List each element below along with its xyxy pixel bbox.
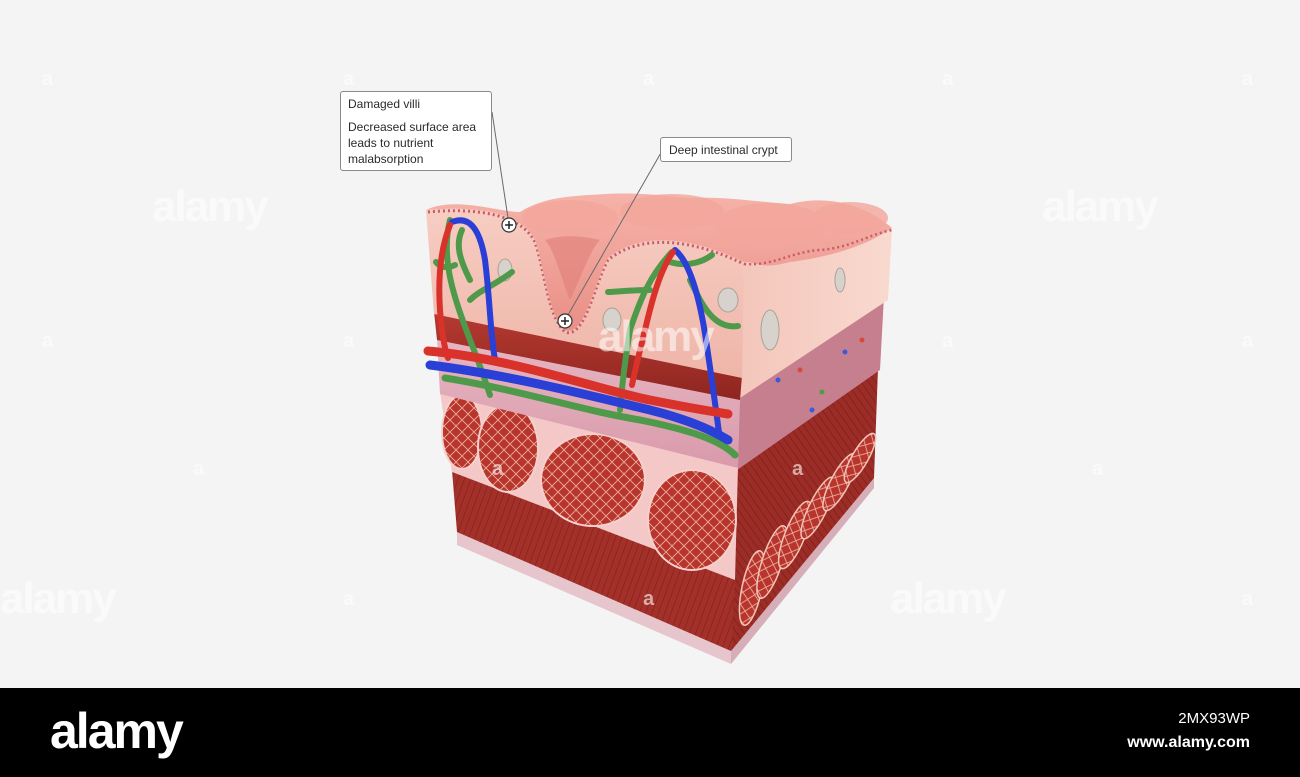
- goblet-cells: [497, 258, 846, 351]
- plus-marker-icon[interactable]: [501, 217, 517, 233]
- callout-damaged-villi: Damaged villi Decreased surface area lea…: [340, 91, 492, 171]
- watermark-a: a: [42, 68, 54, 90]
- front-muscle-bundles: [441, 394, 737, 571]
- plus-marker-icon[interactable]: [557, 313, 573, 329]
- watermark-a: a: [1092, 458, 1104, 480]
- watermark-a: a: [942, 330, 954, 352]
- leader-villi: [491, 111, 509, 219]
- right-face-submucosa: [737, 296, 884, 470]
- artery-right: [629, 249, 676, 388]
- crypt-opening: [545, 236, 600, 300]
- front-muscle-longitudinal: [452, 470, 735, 651]
- watermark-a: a: [42, 330, 54, 352]
- lymph-horizontal: [441, 374, 739, 459]
- artery-left: [436, 222, 453, 361]
- right-face-mucosa: [740, 228, 892, 398]
- submucosal-vessels: [423, 346, 739, 459]
- footer-url-link[interactable]: www.alamy.com: [1127, 734, 1250, 751]
- callout-villi-description: Decreased surface area leads to nutrient…: [348, 120, 477, 166]
- lymph-right: [605, 249, 741, 413]
- watermark-alamy: alamy: [152, 182, 269, 231]
- front-muscularis-mucosae: [434, 312, 742, 400]
- watermark-a: a: [343, 330, 355, 352]
- watermark-a: a: [1242, 68, 1254, 90]
- front-mucosa: [426, 208, 744, 378]
- watermark-a: a: [643, 68, 655, 90]
- callout-crypt-title: Deep intestinal crypt: [669, 143, 778, 157]
- watermark-a: a: [193, 458, 205, 480]
- watermark-a: a: [343, 588, 355, 610]
- vein-horizontal: [425, 360, 733, 445]
- watermark-alamy: alamy: [598, 312, 715, 361]
- vessels-left-villus: [433, 217, 515, 398]
- serosa-bottom-edge-right: [731, 475, 874, 664]
- watermark-a: a: [492, 458, 504, 480]
- right-face-dots: [775, 337, 865, 413]
- watermark-a: a: [343, 68, 355, 90]
- callout-leaders: [491, 111, 663, 316]
- footer-bar: alamy 2MX93WP www.alamy.com: [0, 688, 1300, 777]
- artery-horizontal: [423, 346, 733, 419]
- watermark-a: a: [1242, 330, 1254, 352]
- watermark-alamy: alamy: [890, 574, 1007, 623]
- top-villi-mounds: [522, 194, 888, 247]
- vein-left: [449, 217, 498, 363]
- watermark-a: a: [1242, 588, 1254, 610]
- footer-logo[interactable]: alamy: [50, 703, 184, 759]
- intestinal-wall-illustration: [423, 111, 893, 664]
- right-top-edge-lining: [743, 228, 893, 266]
- callout-deep-intestinal-crypt: Deep intestinal crypt: [660, 137, 792, 162]
- callout-villi-title: Damaged villi: [348, 97, 421, 111]
- right-face-muscle-bundles: [738, 432, 877, 626]
- serosa-bottom-edge: [457, 532, 731, 664]
- front-submucosa: [437, 338, 740, 468]
- watermark-a: a: [792, 458, 804, 480]
- watermark-alamy: alamy: [0, 574, 117, 623]
- watermark-alamy: alamy: [1042, 182, 1159, 231]
- watermark-a: a: [643, 588, 655, 610]
- watermark-a: a: [942, 68, 954, 90]
- diagram-stage: Damaged villi Decreased surface area lea…: [0, 68, 1254, 664]
- footer-image-id: 2MX93WP: [1178, 710, 1250, 727]
- leader-crypt: [567, 150, 663, 316]
